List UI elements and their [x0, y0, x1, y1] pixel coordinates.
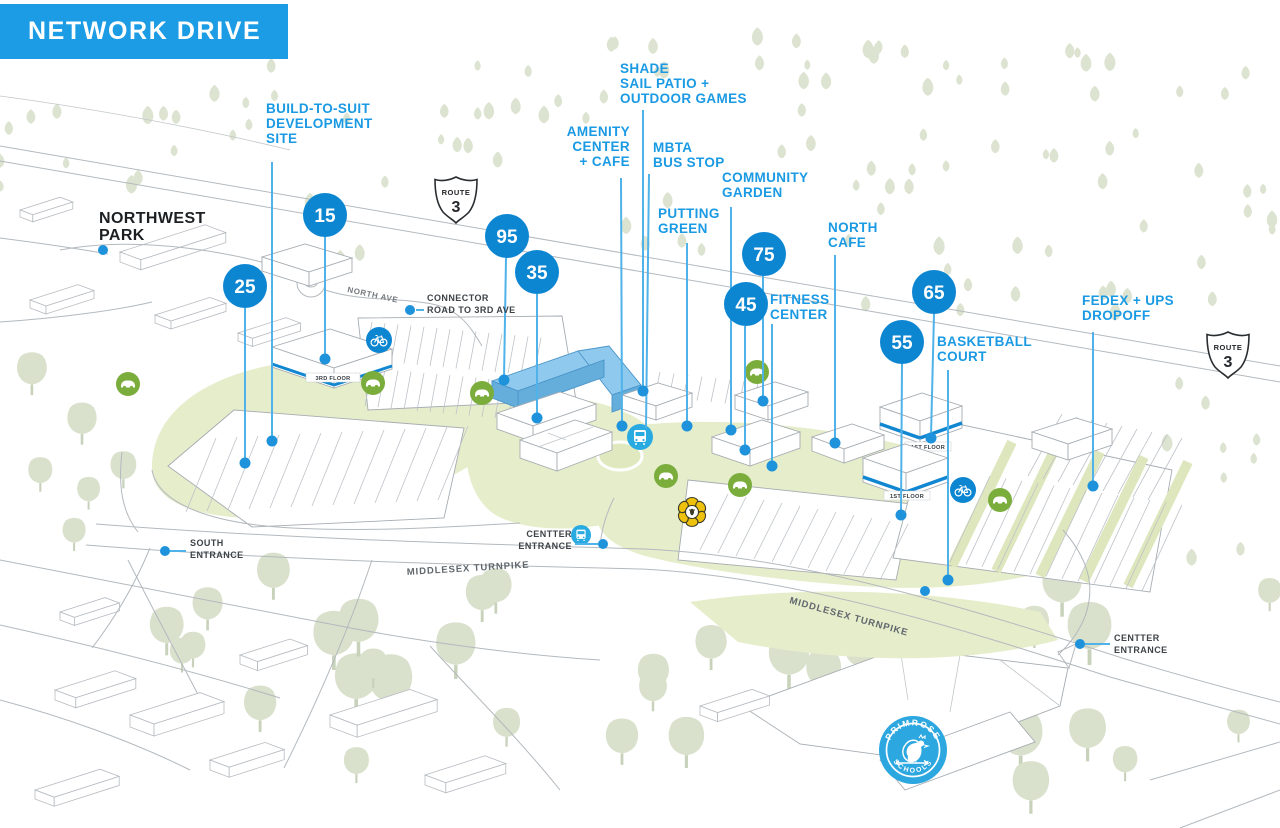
building-65: 1ST FLOOR	[878, 392, 964, 452]
circle-75: 75	[753, 245, 775, 266]
building-number-circles	[223, 193, 956, 364]
building-numbers: 15 25 95 35 75 45 65 55	[234, 206, 945, 354]
circle-45: 45	[735, 295, 757, 316]
bike-icon	[366, 327, 392, 353]
ev-car-icon	[745, 360, 769, 384]
parking-islands	[947, 439, 1193, 589]
ev-car-icon	[361, 371, 385, 395]
third-floor-label: 3RD FLOOR	[315, 376, 350, 382]
first-floor-55-label: 1ST FLOOR	[890, 494, 924, 500]
northwest-park-label: NORTHWEST PARK	[99, 210, 206, 245]
ev-car-icon	[116, 372, 140, 396]
south-entrance-label: SOUTH ENTRANCE	[190, 538, 244, 560]
svg-text:ROUTE: ROUTE	[1214, 343, 1243, 352]
circle-65: 65	[923, 283, 945, 304]
circle-95: 95	[496, 227, 518, 248]
ev-car-icon	[654, 464, 678, 488]
circle-25: 25	[234, 277, 256, 298]
circle-35: 35	[526, 263, 548, 284]
map-title-banner: NETWORK DRIVE	[0, 4, 288, 59]
callout-basketball-court: BASKETBALL COURT	[937, 334, 1032, 365]
callout-putting-green: PUTTING GREEN	[658, 206, 720, 237]
route3-highway	[0, 95, 1280, 383]
leader-dots	[98, 245, 1099, 649]
trees-layer	[0, 27, 1280, 814]
bus-stop-icon	[627, 424, 653, 450]
center-entrance-label-2: CENTTER ENTRANCE	[1114, 633, 1168, 655]
ev-car-icon	[470, 381, 494, 405]
center-entrance-label-1: CENTTER ENTRANCE	[518, 529, 572, 551]
rooster-icon	[895, 733, 930, 767]
first-floor-65-label: 1ST FLOOR	[911, 445, 945, 451]
primrose-schools-logo: PRIMROSE SCHOOLS	[879, 716, 947, 784]
campus-buildings: 3RD FLOOR	[260, 243, 1114, 501]
callout-fedex-ups: FEDEX + UPS DROPOFF	[1082, 293, 1175, 324]
middlesex-turnpike-label-1: MIDDLESEX TURNPIKE	[407, 560, 530, 578]
parking-stripes	[185, 321, 1183, 591]
amenity-center-building	[490, 345, 642, 413]
circle-55: 55	[891, 333, 913, 354]
route3-shield-west: ROUTE 3	[434, 176, 478, 225]
callout-mbta-bus-stop: MBTA BUS STOP	[653, 140, 725, 171]
callout-north-cafe: NORTH CAFE	[828, 220, 878, 251]
callout-community-garden: COMMUNITY GARDEN	[722, 170, 809, 201]
bike-icon	[950, 477, 976, 503]
ev-car-icon	[988, 488, 1012, 512]
callout-shade-sail: SHADE SAIL PATIO + OUTDOOR GAMES	[620, 61, 747, 107]
bus-stop-icon	[571, 525, 591, 545]
map-icons	[116, 327, 1012, 545]
north-ave-label: NORTH AVE	[347, 285, 399, 305]
svg-text:ROUTE: ROUTE	[442, 188, 471, 197]
ev-car-icon	[728, 473, 752, 497]
offsite-buildings	[18, 196, 771, 807]
callout-amenity-center: AMENITY CENTER + CAFE	[566, 124, 630, 170]
callout-fitness-center: FITNESS CENTER	[770, 292, 830, 323]
callout-build-to-suit: BUILD-TO-SUIT DEVELOPMENT SITE	[266, 101, 373, 147]
leader-lines	[170, 110, 1110, 645]
svg-text:3: 3	[452, 199, 461, 216]
connector-road-label: CONNECTOR ROAD TO 3RD AVE	[427, 293, 516, 315]
route3-shield-east: ROUTE 3	[1206, 331, 1250, 380]
svg-text:3: 3	[1224, 354, 1233, 371]
building-15: 3RD FLOOR	[270, 328, 394, 389]
circle-15: 15	[314, 206, 336, 227]
pollinator-garden-icon	[677, 496, 707, 528]
